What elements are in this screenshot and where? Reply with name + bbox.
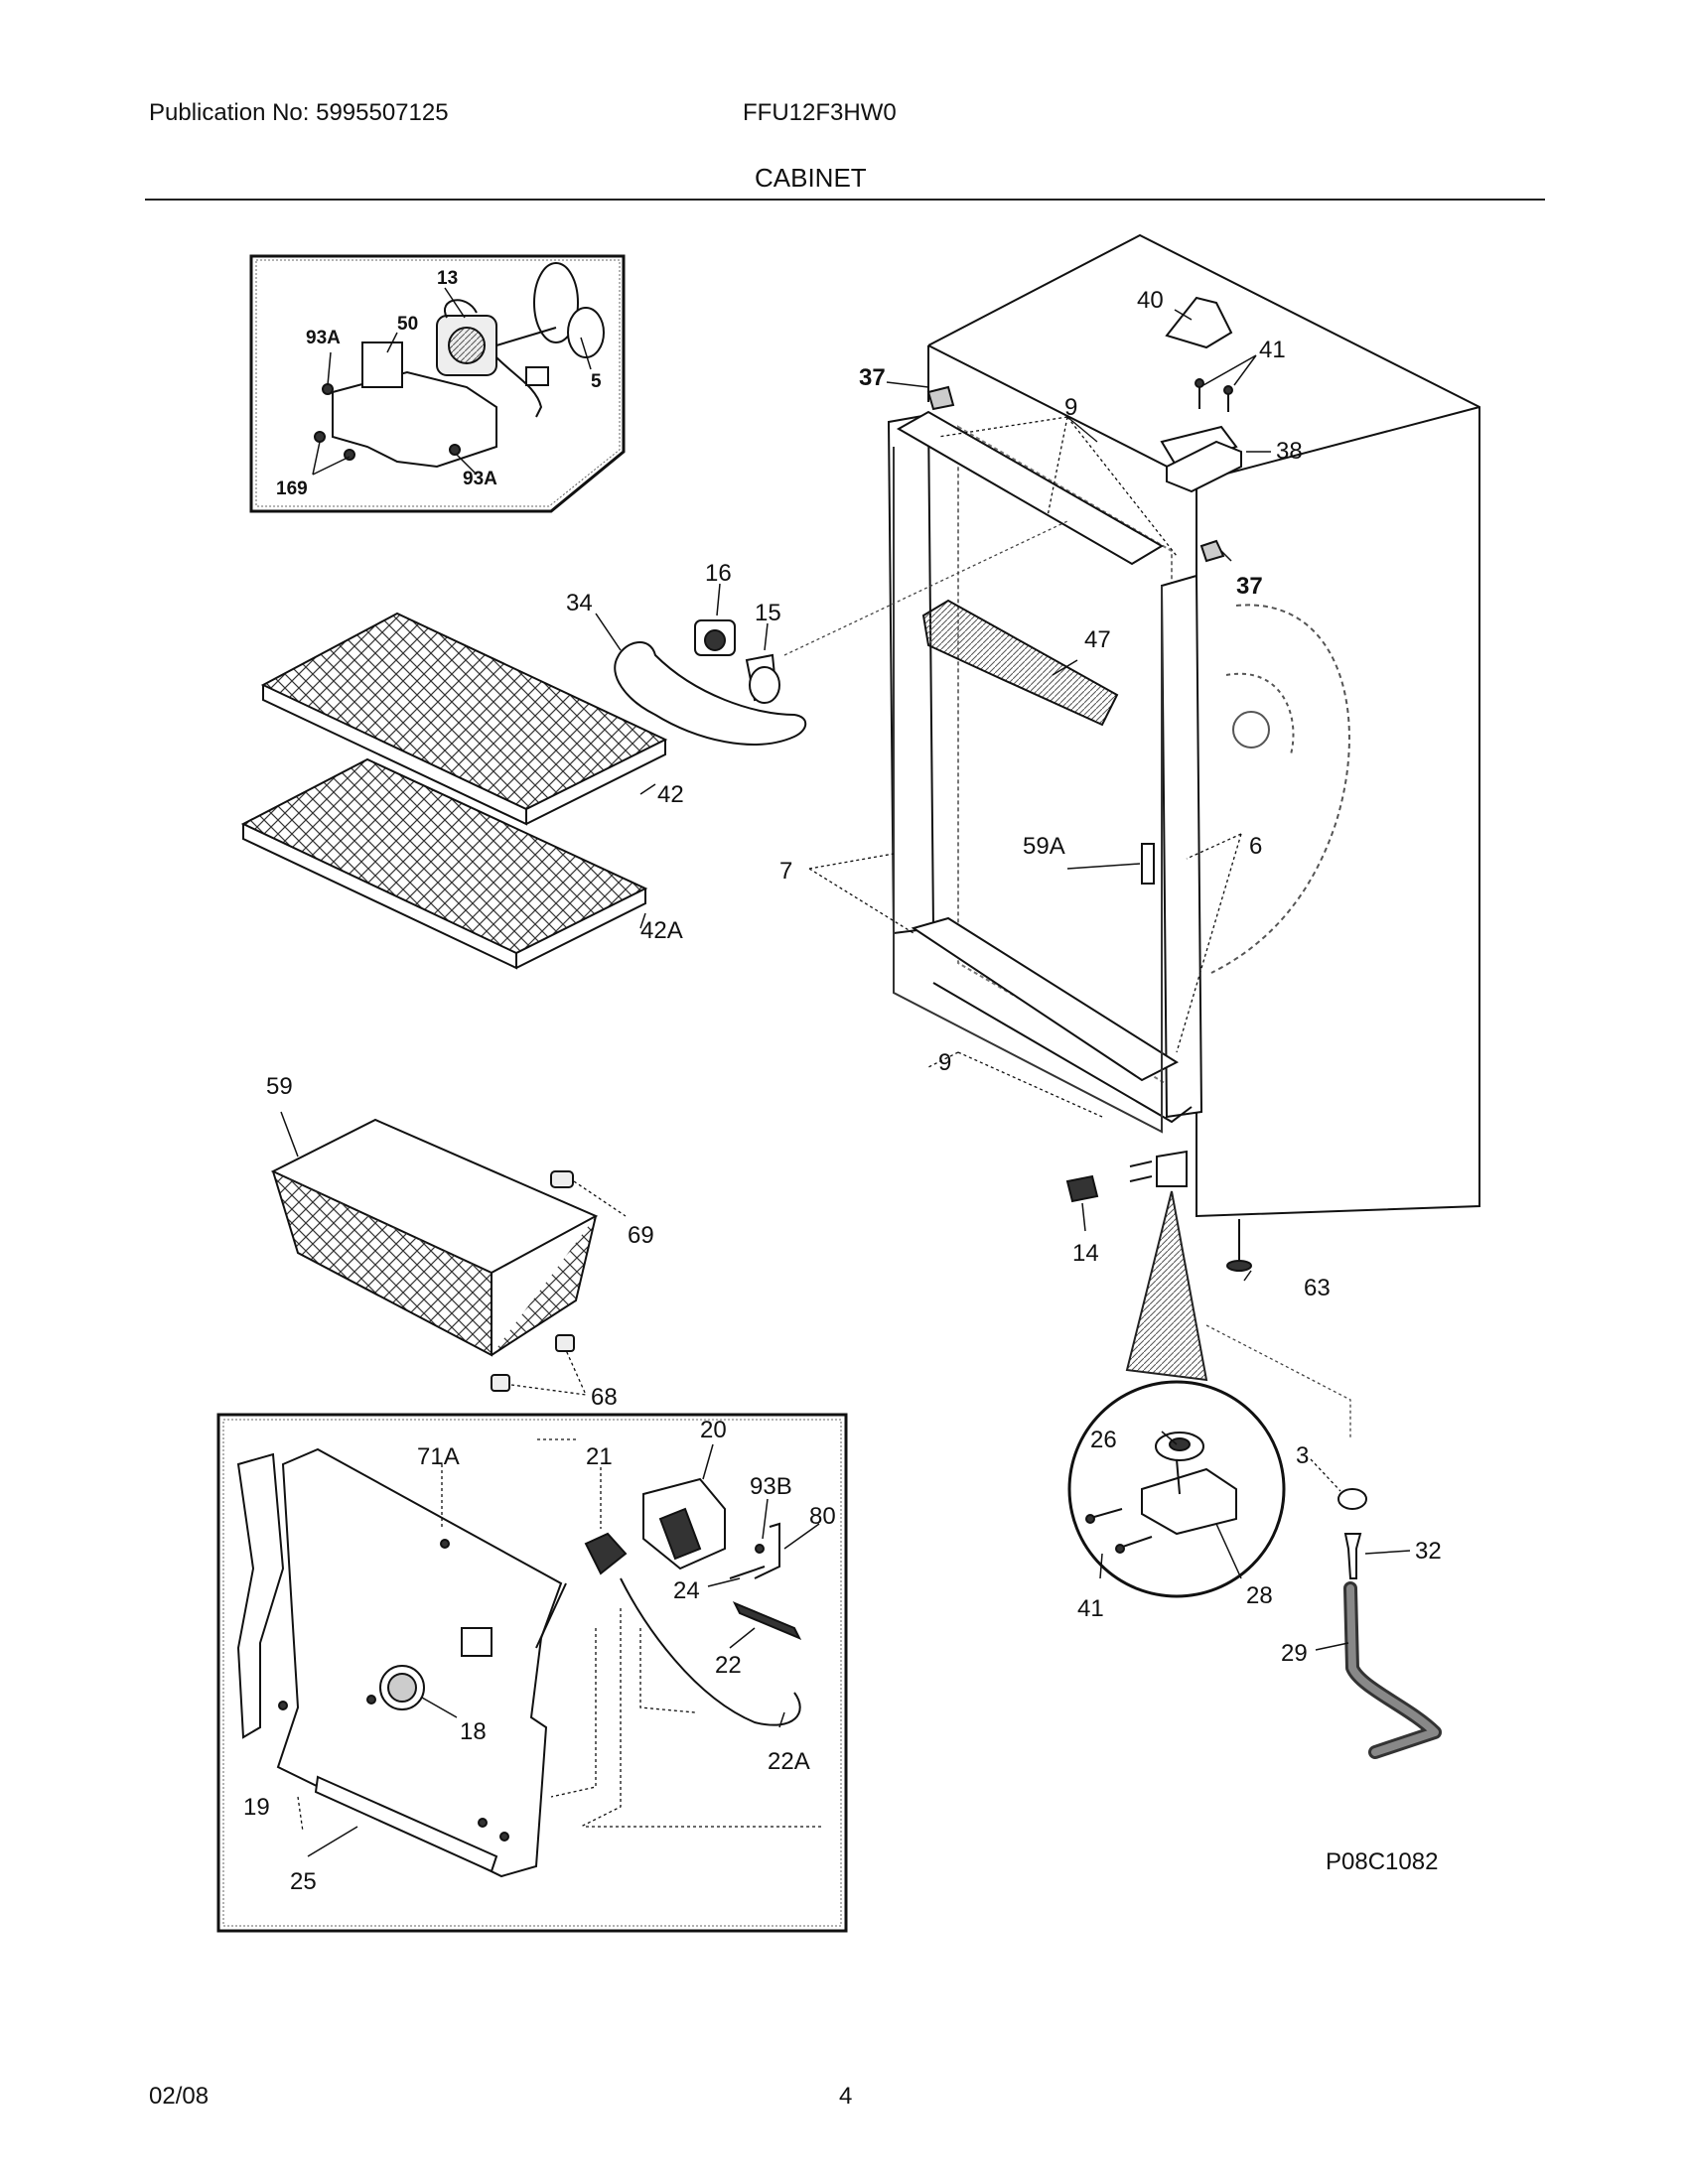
- callout-41: 41: [1259, 337, 1286, 363]
- callout-34: 34: [566, 590, 593, 616]
- callout-80: 80: [809, 1503, 836, 1530]
- header-rule: [145, 199, 1545, 201]
- callout-29: 29: [1281, 1640, 1308, 1667]
- footer-date: 02/08: [149, 2083, 210, 2110]
- callout-93A: 93A: [463, 469, 497, 489]
- callout-25: 25: [290, 1868, 317, 1895]
- callout-3: 3: [1296, 1442, 1309, 1469]
- section-title: CABINET: [755, 163, 867, 193]
- callout-42: 42: [657, 781, 684, 808]
- wire-shelf-42A: [240, 757, 648, 970]
- callout-14: 14: [1072, 1240, 1099, 1267]
- callout-22A: 22A: [768, 1748, 810, 1775]
- callout-6: 6: [1249, 833, 1262, 860]
- callout-93A: 93A: [306, 328, 341, 348]
- wire-shelf-42: [260, 612, 668, 826]
- callout-71A: 71A: [417, 1443, 460, 1470]
- callout-69: 69: [628, 1222, 654, 1249]
- callout-5: 5: [591, 371, 602, 392]
- callout-68: 68: [591, 1384, 618, 1411]
- callout-50: 50: [397, 314, 418, 335]
- callout-16: 16: [705, 560, 732, 587]
- light-assembly: [595, 583, 807, 746]
- callout-20: 20: [700, 1417, 727, 1443]
- guide-line: [783, 520, 1068, 656]
- cabinet-body: [808, 233, 1480, 1282]
- callout-37: 37: [859, 364, 886, 391]
- callout-37: 37: [1236, 573, 1263, 600]
- callout-21: 21: [586, 1443, 613, 1470]
- callout-59A: 59A: [1023, 833, 1065, 860]
- callout-93B: 93B: [750, 1473, 792, 1500]
- page-number: 4: [839, 2083, 853, 2110]
- callout-32: 32: [1415, 1538, 1442, 1565]
- callout-169: 169: [276, 478, 308, 499]
- hinge-detail: [1067, 1190, 1286, 1598]
- figure-code: P08C1082: [1326, 1848, 1439, 1875]
- callout-13: 13: [437, 268, 458, 289]
- guide-line: [1205, 1324, 1351, 1439]
- callout-40: 40: [1137, 287, 1164, 314]
- callout-24: 24: [673, 1577, 700, 1604]
- callout-47: 47: [1084, 626, 1111, 653]
- basket: [270, 1111, 627, 1396]
- callout-9: 9: [1064, 394, 1077, 421]
- callout-labels: 13 93A 50 5 169 93A 40 41 37 9 38 37 16 …: [243, 268, 1442, 1895]
- callout-38: 38: [1276, 438, 1303, 465]
- callout-63: 63: [1304, 1275, 1331, 1301]
- callout-15: 15: [755, 600, 781, 626]
- callout-59: 59: [266, 1073, 293, 1100]
- fan-motor-inset: [249, 254, 626, 513]
- callout-26: 26: [1090, 1427, 1117, 1453]
- callout-18: 18: [460, 1718, 487, 1745]
- model-number: FFU12F3HW0: [743, 99, 897, 126]
- callout-28: 28: [1246, 1582, 1273, 1609]
- callout-9: 9: [938, 1049, 951, 1076]
- door-stop-parts: [1310, 1458, 1442, 1759]
- callout-42A: 42A: [640, 917, 683, 944]
- publication-number: Publication No: 5995507125: [149, 99, 449, 126]
- lower-inset: [216, 1413, 848, 1933]
- callout-7: 7: [779, 858, 792, 885]
- callout-19: 19: [243, 1794, 270, 1821]
- callout-41: 41: [1077, 1595, 1104, 1622]
- callout-22: 22: [715, 1652, 742, 1679]
